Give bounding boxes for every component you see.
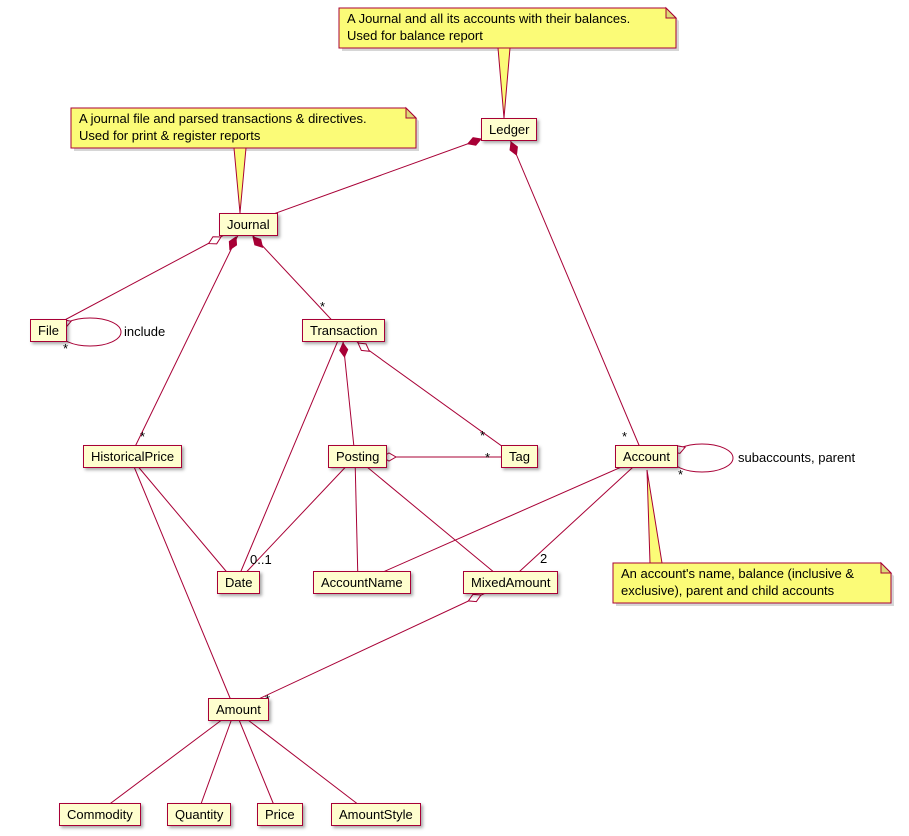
note-account-line1: An account's name, balance (inclusive & xyxy=(621,566,854,581)
note-journal-connector xyxy=(233,147,247,214)
class-ledger: Ledger xyxy=(481,118,538,141)
edge-amount-price xyxy=(234,709,279,816)
edge-journal-historicalprice xyxy=(129,224,244,458)
aggregation-diamond-journal-file xyxy=(207,236,222,245)
note-account-fold-icon xyxy=(880,561,893,574)
class-quantity: Quantity xyxy=(167,803,232,826)
multiplicity-journal-transaction: * xyxy=(320,299,325,314)
class-commodity: Commodity xyxy=(59,803,141,826)
note-account-line2: exclusive), parent and child accounts xyxy=(621,583,835,598)
note-journal xyxy=(70,107,417,149)
edge-transaction-date xyxy=(235,330,343,584)
note-journal-line1: A journal file and parsed transactions &… xyxy=(79,111,367,126)
multiplicity-file-include: * xyxy=(63,341,68,356)
class-historicalprice: HistoricalPrice xyxy=(83,445,183,468)
note-journal-line2: Used for print & register reports xyxy=(79,128,261,143)
note-account-connector xyxy=(646,469,663,564)
note-ledger-fold-icon xyxy=(665,6,678,19)
edge-ledger-journal xyxy=(242,129,507,226)
class-transaction: Transaction xyxy=(302,319,386,342)
multiplicity-account-mixedamount: 2 xyxy=(540,551,547,566)
role-label-include: include xyxy=(124,324,165,339)
note-ledger-line1: A Journal and all its accounts with thei… xyxy=(347,11,630,26)
class-amount: Amount xyxy=(208,698,269,721)
note-ledger-connector xyxy=(497,47,511,119)
note-ledger-line2: Used for balance report xyxy=(347,28,483,43)
edge-account-accountname xyxy=(357,456,645,584)
edge-amount-amountstyle xyxy=(234,709,373,816)
edge-amount-commodity xyxy=(94,709,236,816)
multiplicity-transaction-tag: * xyxy=(480,428,485,443)
edge-historicalprice-date xyxy=(129,456,237,584)
composition-diamond-ledger-account xyxy=(509,141,518,156)
multiplicity-posting-date: 0..1 xyxy=(250,552,272,567)
class-accountname: AccountName xyxy=(313,571,411,594)
class-file: File xyxy=(30,319,67,342)
class-posting: Posting xyxy=(328,445,388,468)
edge-ledger-account xyxy=(505,129,645,458)
edge-mixedamount-amount xyxy=(234,582,508,711)
edge-posting-mixedamount xyxy=(354,456,508,584)
edge-posting-accountname xyxy=(354,456,359,584)
note-account xyxy=(612,562,892,604)
aggregation-diamond-mixedamount-amount xyxy=(467,593,482,603)
class-date: Date xyxy=(217,571,261,594)
multiplicity-ledger-account: * xyxy=(622,429,627,444)
note-journal-fold-icon xyxy=(405,106,418,119)
edge-historicalprice-amount xyxy=(129,456,236,711)
class-mixedamount: MixedAmount xyxy=(463,571,559,594)
role-label-subaccounts-parent: subaccounts, parent xyxy=(738,450,855,465)
composition-diamond-transaction-posting xyxy=(339,341,349,358)
composition-diamond-journal-transaction xyxy=(252,236,264,248)
edge-account-mixedamount xyxy=(506,456,645,584)
aggregation-diamond-transaction-tag xyxy=(357,342,371,352)
edge-posting-date xyxy=(235,456,356,584)
composition-diamond-journal-historicalprice xyxy=(228,236,238,251)
class-price: Price xyxy=(257,803,303,826)
edge-amount-quantity xyxy=(196,709,236,816)
class-journal: Journal xyxy=(219,213,278,236)
multiplicity-posting-tag: * xyxy=(485,450,490,465)
edge-transaction-tag xyxy=(341,330,518,458)
multiplicity-journal-historicalprice: * xyxy=(140,429,145,444)
composition-diamond-ledger-journal xyxy=(466,137,482,146)
note-ledger xyxy=(338,7,677,49)
class-tag: Tag xyxy=(501,445,538,468)
class-amountstyle: AmountStyle xyxy=(331,803,421,826)
class-account: Account xyxy=(615,445,678,468)
multiplicity-account-loop: * xyxy=(678,467,683,482)
